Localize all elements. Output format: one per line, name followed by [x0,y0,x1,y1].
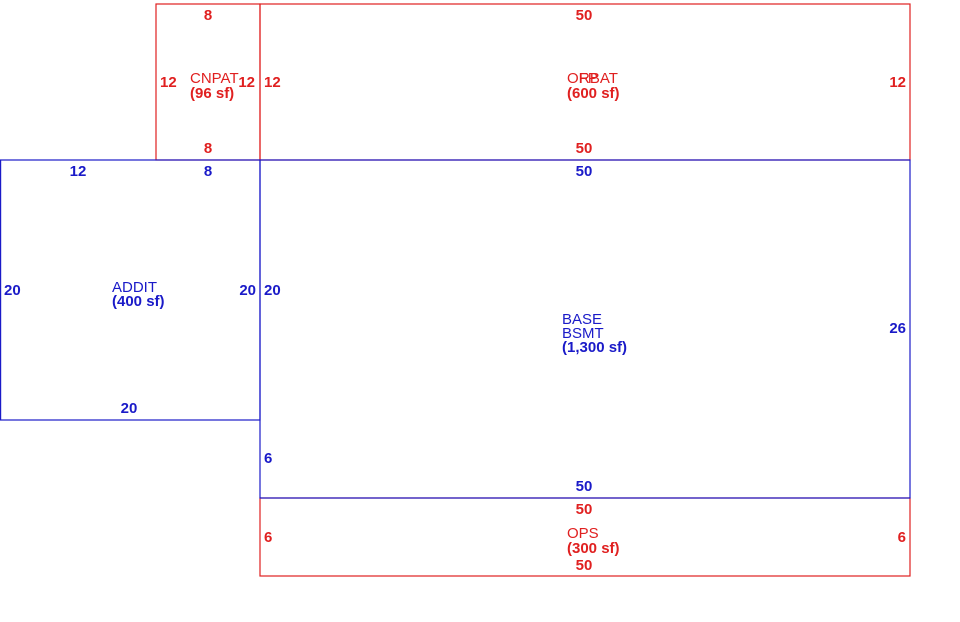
ops-dim-right: 6 [898,529,906,546]
ops-area: (300 sf) [567,540,620,557]
addit-dim-left: 20 [4,282,21,299]
ops-dim-bottom: 50 [576,557,593,574]
base-area: (1,300 sf) [562,339,627,356]
ofpat-area: (600 sf) [567,85,620,102]
addit-dim-top-a: 12 [70,163,87,180]
ofpat-label-a: OFP [567,70,598,87]
cnpat-dim-bottom: 8 [204,140,212,157]
base-dim-bottom: 50 [576,478,593,495]
cnpat-area: (96 sf) [190,85,234,102]
cnpat-dim-right: 12 [238,74,255,91]
ofpat-dim-top: 50 [576,7,593,24]
ops-dim-top: 50 [576,501,593,518]
addit-label: ADDIT [112,279,157,296]
base-dim-top: 50 [576,163,593,180]
bsmt-label: BSMT [562,325,604,342]
base-label: BASE [562,311,602,328]
ofpat-dim-right: 12 [889,74,906,91]
ops-dim-left: 6 [264,529,272,546]
ofpat-dim-left: 12 [264,74,281,91]
base-dim-right: 26 [889,320,906,337]
ops-label: OPS [567,525,599,542]
addit-area: (400 sf) [112,293,165,310]
addit-dim-top-b: 8 [204,163,212,180]
base-dim-left-a: 20 [264,282,281,299]
addit-dim-right: 20 [239,282,256,299]
base-dim-left-b: 6 [264,450,272,467]
cnpat-dim-top: 8 [204,7,212,24]
cnpat-label: CNPAT [190,70,239,87]
cnpat-dim-left: 12 [160,74,177,91]
addit-dim-bottom: 20 [121,400,138,417]
base-outline [259,159,911,499]
ofpat-dim-bottom: 50 [576,140,593,157]
ofpat-label-b: RBAT [579,70,618,87]
